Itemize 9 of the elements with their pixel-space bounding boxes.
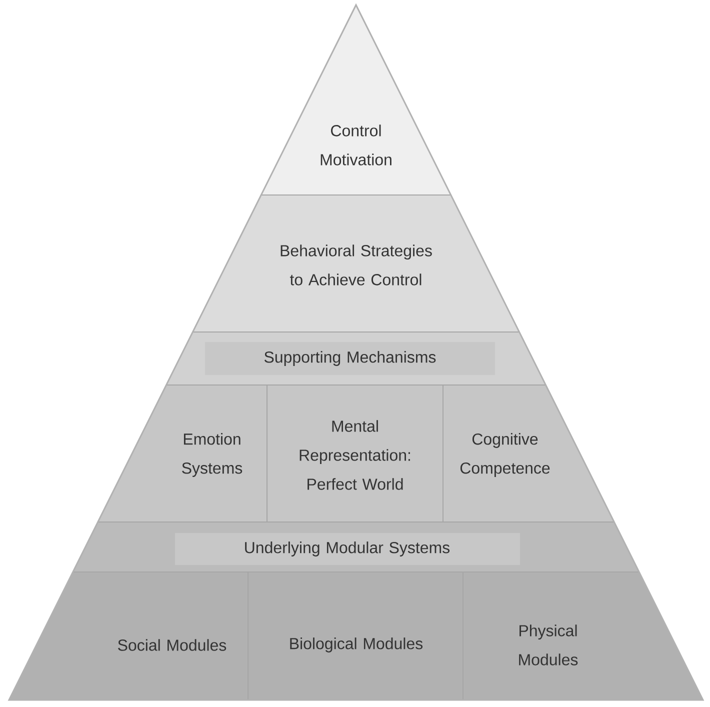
- heading-bar: Underlying Modular Systems: [175, 532, 520, 565]
- pyramid-section: Emotion Systems: [97, 384, 268, 522]
- pyramid-section: Physical Modules: [462, 571, 704, 700]
- pyramid-section: Biological Modules: [248, 571, 464, 700]
- node-label: Physical Modules: [519, 624, 578, 666]
- pyramid-section: Mental Representation: Perfect World: [266, 384, 444, 522]
- heading-bar: Supporting Mechanisms: [205, 342, 495, 375]
- node-label: Social Modules: [118, 639, 226, 651]
- pyramid-section: Cognitive Competence: [442, 384, 615, 522]
